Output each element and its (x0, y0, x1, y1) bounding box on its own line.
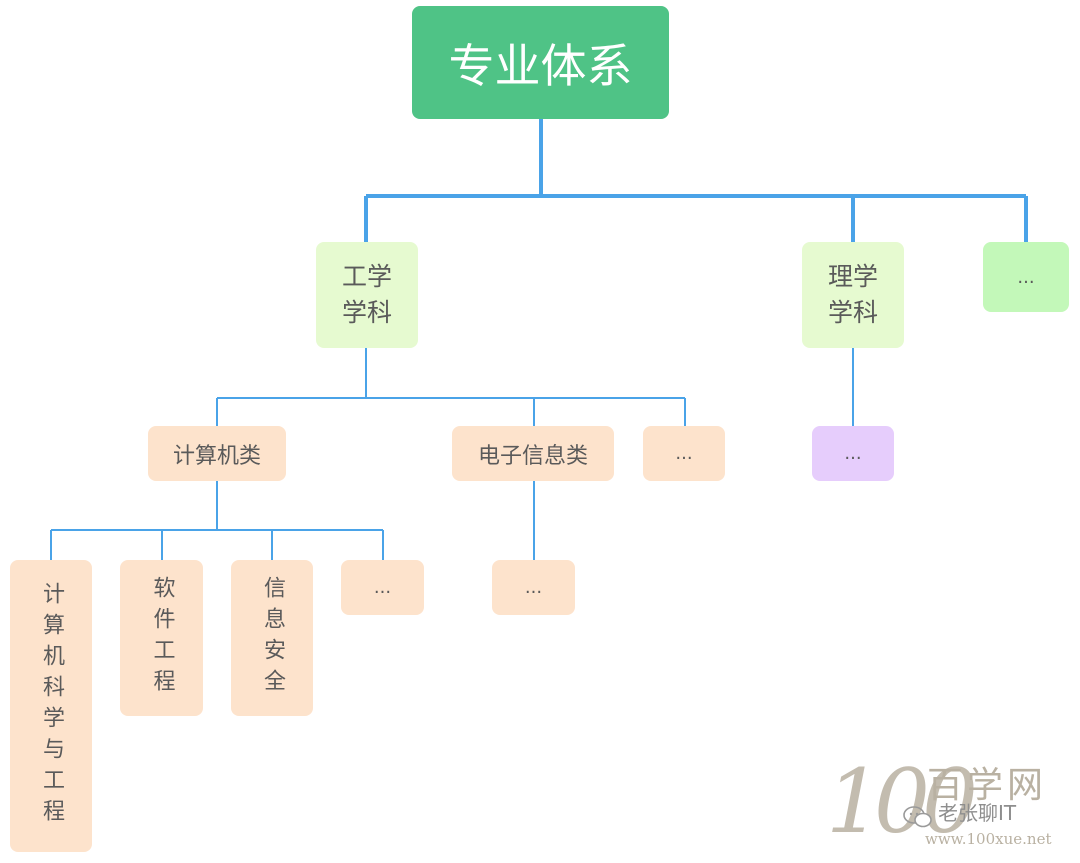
discipline-engineering-label: 工学 学科 (341, 262, 392, 327)
science-class-more-label: ... (844, 443, 862, 464)
major-cse-node: 计算机科学与工程 (10, 560, 92, 852)
discipline-more-node: ... (983, 242, 1069, 312)
class-computer-node: 计算机类 (148, 426, 286, 481)
class-more-label: ... (675, 443, 693, 464)
watermark-account: 老张聊IT (938, 801, 1017, 825)
root-label: 专业体系 (448, 38, 633, 93)
major-more-node: ... (341, 560, 424, 615)
major-cse-label: 计算机科学与工程 (39, 582, 64, 830)
watermark-url: www.100xue.net (925, 830, 1052, 848)
major-security-node: 信息安全 (231, 560, 313, 716)
class-electronics-node: 电子信息类 (452, 426, 614, 481)
class-computer-label: 计算机类 (172, 443, 261, 469)
wechat-icon (903, 806, 932, 828)
class-electronics-label: 电子信息类 (477, 443, 588, 469)
major-security-label: 信息安全 (260, 576, 285, 700)
discipline-science-label: 理学 学科 (827, 262, 878, 327)
science-class-more-node: ... (812, 426, 894, 481)
discipline-more-label: ... (1017, 266, 1035, 288)
class-more-node: ... (643, 426, 725, 481)
watermark-logo-number: 100 (826, 750, 978, 853)
electronics-major-more-label: ... (524, 577, 543, 598)
discipline-engineering-node: 工学 学科 (316, 242, 418, 348)
major-more-label: ... (373, 577, 392, 598)
root-node: 专业体系 (412, 6, 669, 119)
watermark-logo-text: 百学网 (927, 765, 1048, 806)
electronics-major-more-node: ... (492, 560, 575, 615)
discipline-science-node: 理学 学科 (802, 242, 904, 348)
major-software-label: 软件工程 (149, 576, 175, 700)
major-software-node: 软件工程 (120, 560, 203, 716)
